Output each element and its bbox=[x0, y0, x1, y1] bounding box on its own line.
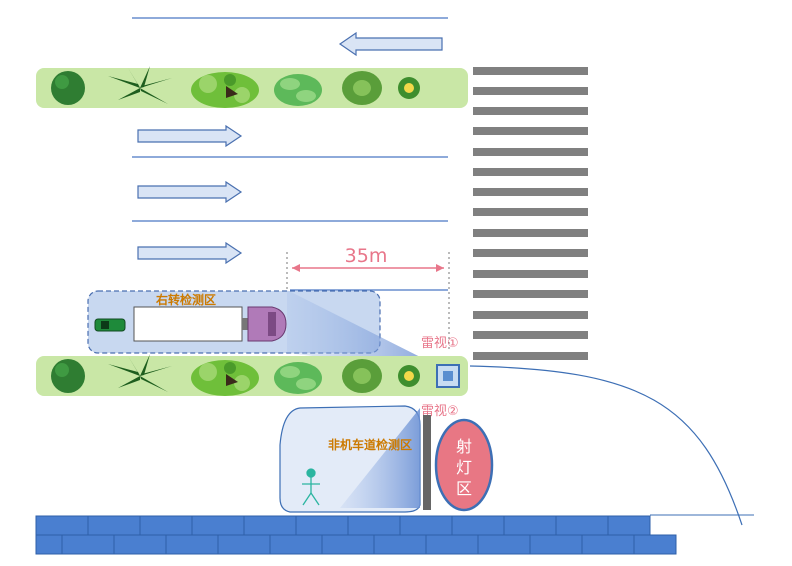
leafy-plant-icon bbox=[342, 71, 382, 105]
flower-icon bbox=[398, 365, 420, 387]
nonmotor-zone: 非机车道检测区 bbox=[279, 405, 421, 513]
median-bottom bbox=[36, 354, 468, 396]
leafy-plant-icon bbox=[342, 359, 382, 393]
spotlight-label-2: 灯 bbox=[456, 458, 472, 477]
lane-arrows bbox=[137, 31, 443, 264]
lily-pad-icon bbox=[191, 72, 259, 108]
arrow-right-icon bbox=[137, 181, 242, 203]
radar-camera-icon bbox=[436, 364, 460, 388]
arrow-left-icon bbox=[338, 31, 443, 57]
lily-pad-icon bbox=[191, 360, 259, 396]
pedestrian-icon bbox=[302, 468, 320, 506]
arrow-right-icon bbox=[137, 242, 242, 264]
car-icon bbox=[94, 318, 126, 332]
median-top bbox=[36, 66, 468, 108]
tree-icon bbox=[51, 359, 85, 393]
fern-icon bbox=[274, 74, 322, 106]
distance-label: 35m bbox=[345, 245, 388, 267]
fern-icon bbox=[274, 362, 322, 394]
spotlight-zone: 射 灯 区 bbox=[434, 418, 494, 512]
arrow-right-icon bbox=[137, 125, 242, 147]
crosswalk bbox=[473, 67, 588, 360]
curb-curve bbox=[469, 365, 743, 526]
lane-lines bbox=[132, 17, 448, 291]
spotlight-label-3: 区 bbox=[456, 479, 472, 498]
spotlight-label-1: 射 bbox=[456, 437, 472, 456]
palm-icon bbox=[108, 354, 172, 392]
tree-icon bbox=[51, 71, 85, 105]
sidewalk bbox=[35, 515, 677, 555]
palm-icon bbox=[108, 66, 172, 104]
flower-icon bbox=[398, 77, 420, 99]
distance-marker: 35m bbox=[286, 245, 450, 352]
right-turn-zone-label: 右转检测区 bbox=[155, 292, 216, 307]
radar-video-1-label: 雷视① bbox=[421, 336, 459, 351]
truck-icon bbox=[133, 306, 287, 342]
nonmotor-zone-label: 非机车道检测区 bbox=[328, 437, 412, 452]
radar-pole bbox=[423, 415, 431, 510]
